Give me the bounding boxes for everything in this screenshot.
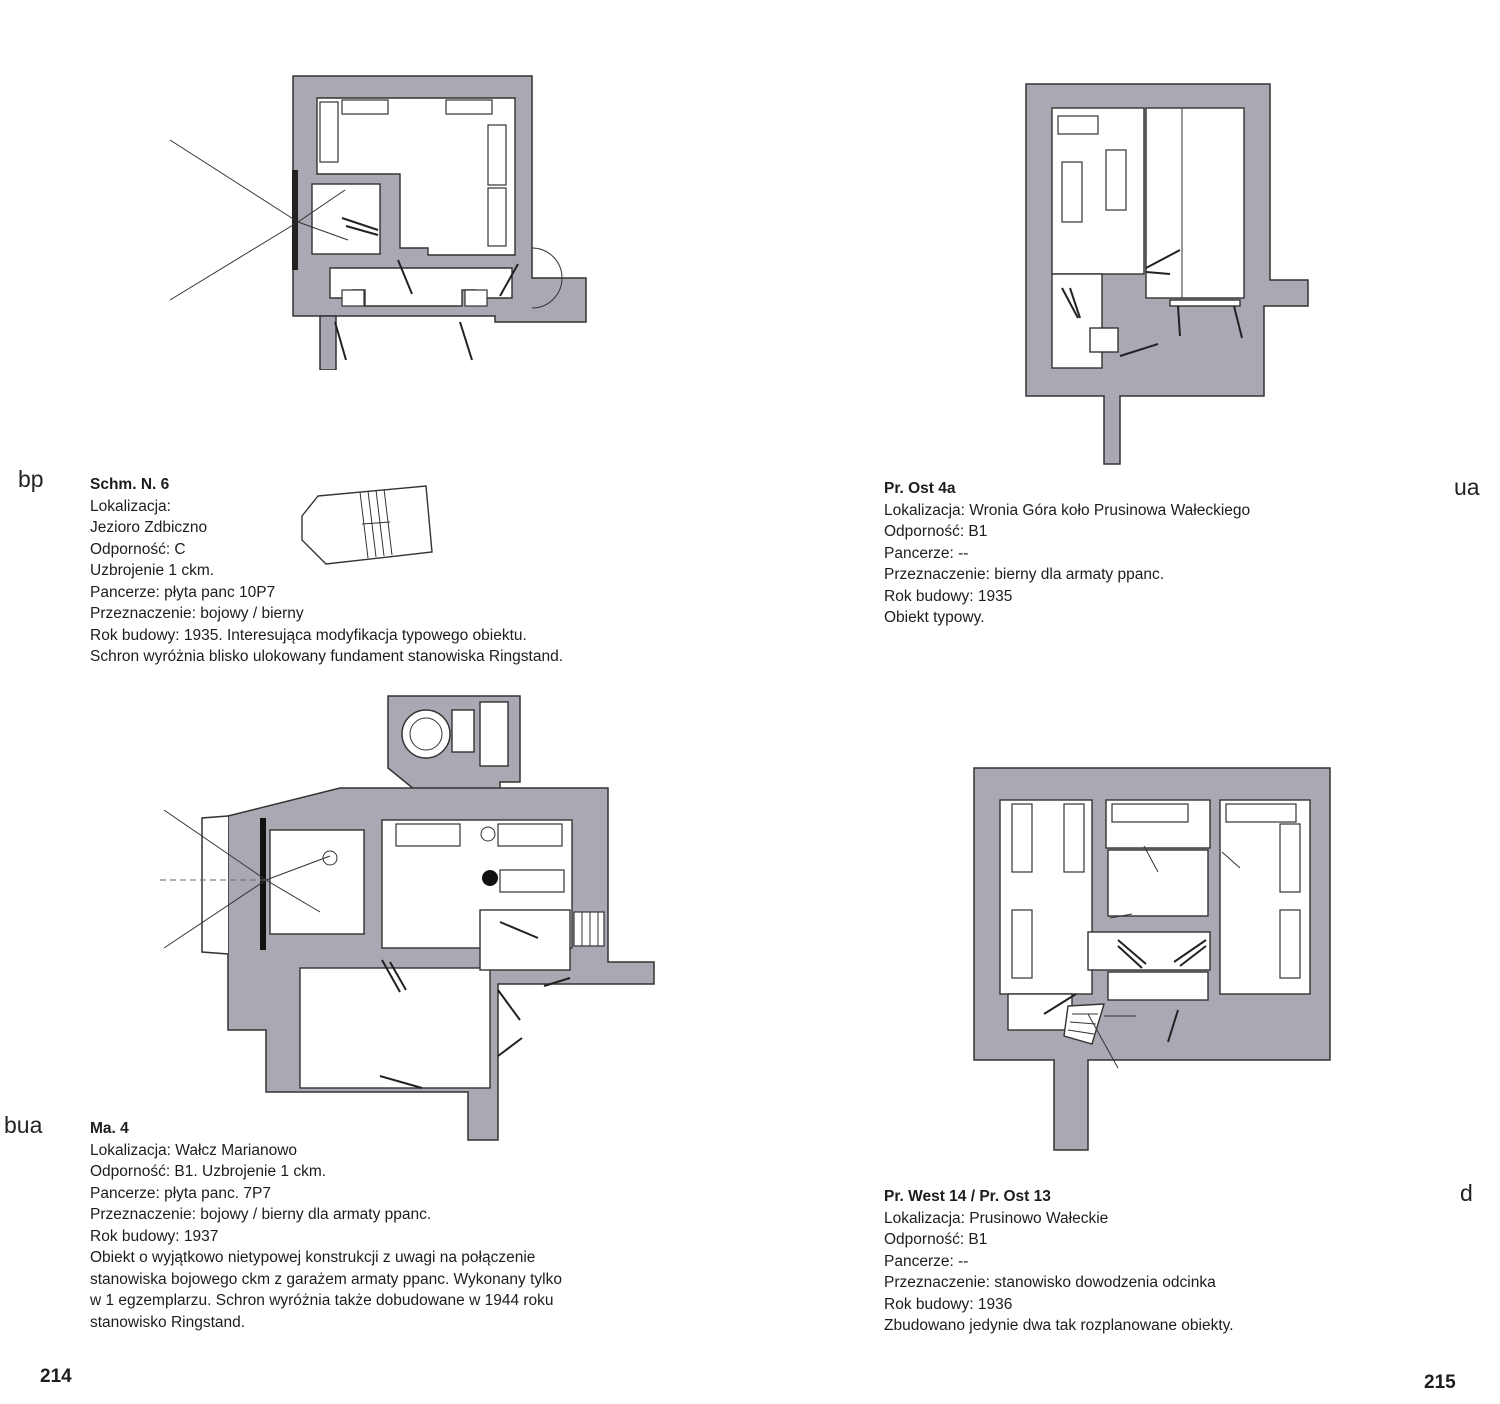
entry-title: Schm. N. 6 <box>90 476 170 493</box>
entry-line: Rok budowy: 1935. Interesująca modyfikac… <box>90 626 527 644</box>
entry-line: Jezioro Zdbiczno <box>90 519 208 536</box>
floor-plan-schm-n6 <box>160 70 600 370</box>
entry-line: Pancerze: -- <box>884 544 969 562</box>
entry-line: Odporność: B1. Uzbrojenie 1 ckm. <box>90 1163 327 1180</box>
entry-line: Rok budowy: 1935 <box>884 587 1013 605</box>
caption-ma-4: Ma. 4 Lokalizacja: Wałcz Marianowo Odpor… <box>90 1118 562 1333</box>
ringstand-sketch <box>298 482 438 572</box>
entry-line: w 1 egzemplarzu. Schron wyróżnia także d… <box>90 1292 554 1309</box>
page-number-left: 214 <box>40 1366 72 1387</box>
entry-line: Obiekt typowy. <box>884 609 985 626</box>
entry-line: Przeznaczenie: bojowy / bierny dla armat… <box>90 1206 432 1223</box>
entry-line: Pancerze: płyta panc 10P7 <box>90 583 276 601</box>
entry-line: Rok budowy: 1937 <box>90 1227 219 1245</box>
entry-line: Przeznaczenie: stanowisko dowodzenia odc… <box>884 1274 1216 1291</box>
entry-line: Pancerze: płyta panc. 7P7 <box>90 1184 271 1202</box>
caption-pr-west-14: Pr. West 14 / Pr. Ost 13 Lokalizacja: Pr… <box>884 1186 1234 1337</box>
floor-plan-ma-4 <box>160 690 680 1150</box>
entry-line: Odporność: C <box>90 540 186 558</box>
side-code-bua: bua <box>4 1112 43 1138</box>
caption-schm-n6: Schm. N. 6 Lokalizacja: Jezioro Zdbiczno… <box>90 474 563 668</box>
entry-line: Obiekt o wyjątkowo nietypowej konstrukcj… <box>90 1249 536 1266</box>
entry-line: Rok budowy: 1936 <box>884 1295 1013 1313</box>
entry-line: Lokalizacja: Prusinowo Wałeckie <box>884 1209 1109 1227</box>
entry-line: Pancerze: -- <box>884 1252 969 1270</box>
entry-title: Pr. Ost 4a <box>884 480 956 497</box>
page-number-right: 215 <box>1424 1372 1456 1393</box>
entry-line: Lokalizacja: Wałcz Marianowo <box>90 1141 298 1159</box>
entry-title: Pr. West 14 / Pr. Ost 13 <box>884 1188 1051 1205</box>
floor-plan-pr-ost-4a <box>1020 78 1320 470</box>
entry-line: Przeznaczenie: bierny dla armaty ppanc. <box>884 566 1165 583</box>
entry-line: Lokalizacja: <box>90 497 171 515</box>
side-code-d: d <box>1460 1180 1473 1206</box>
side-code-bp: bp <box>18 466 44 492</box>
side-code-ua: ua <box>1454 474 1480 500</box>
entry-line: Uzbrojenie 1 ckm. <box>90 562 215 579</box>
entry-line: stanowisko Ringstand. <box>90 1313 246 1331</box>
entry-line: stanowiska bojowego ckm z garażem armaty… <box>90 1270 562 1288</box>
entry-line: Schron wyróżnia blisko ulokowany fundame… <box>90 648 563 665</box>
entry-line: Przeznaczenie: bojowy / bierny <box>90 605 304 622</box>
entry-line: Zbudowano jedynie dwa tak rozplanowane o… <box>884 1317 1234 1334</box>
entry-line: Odporność: B1 <box>884 523 988 540</box>
entry-line: Odporność: B1 <box>884 1231 988 1248</box>
floor-plan-pr-west-14 <box>968 764 1338 1156</box>
entry-title: Ma. 4 <box>90 1120 129 1137</box>
caption-pr-ost-4a: Pr. Ost 4a Lokalizacja: Wronia Góra koło… <box>884 478 1250 629</box>
entry-line: Lokalizacja: Wronia Góra koło Prusinowa … <box>884 501 1251 519</box>
